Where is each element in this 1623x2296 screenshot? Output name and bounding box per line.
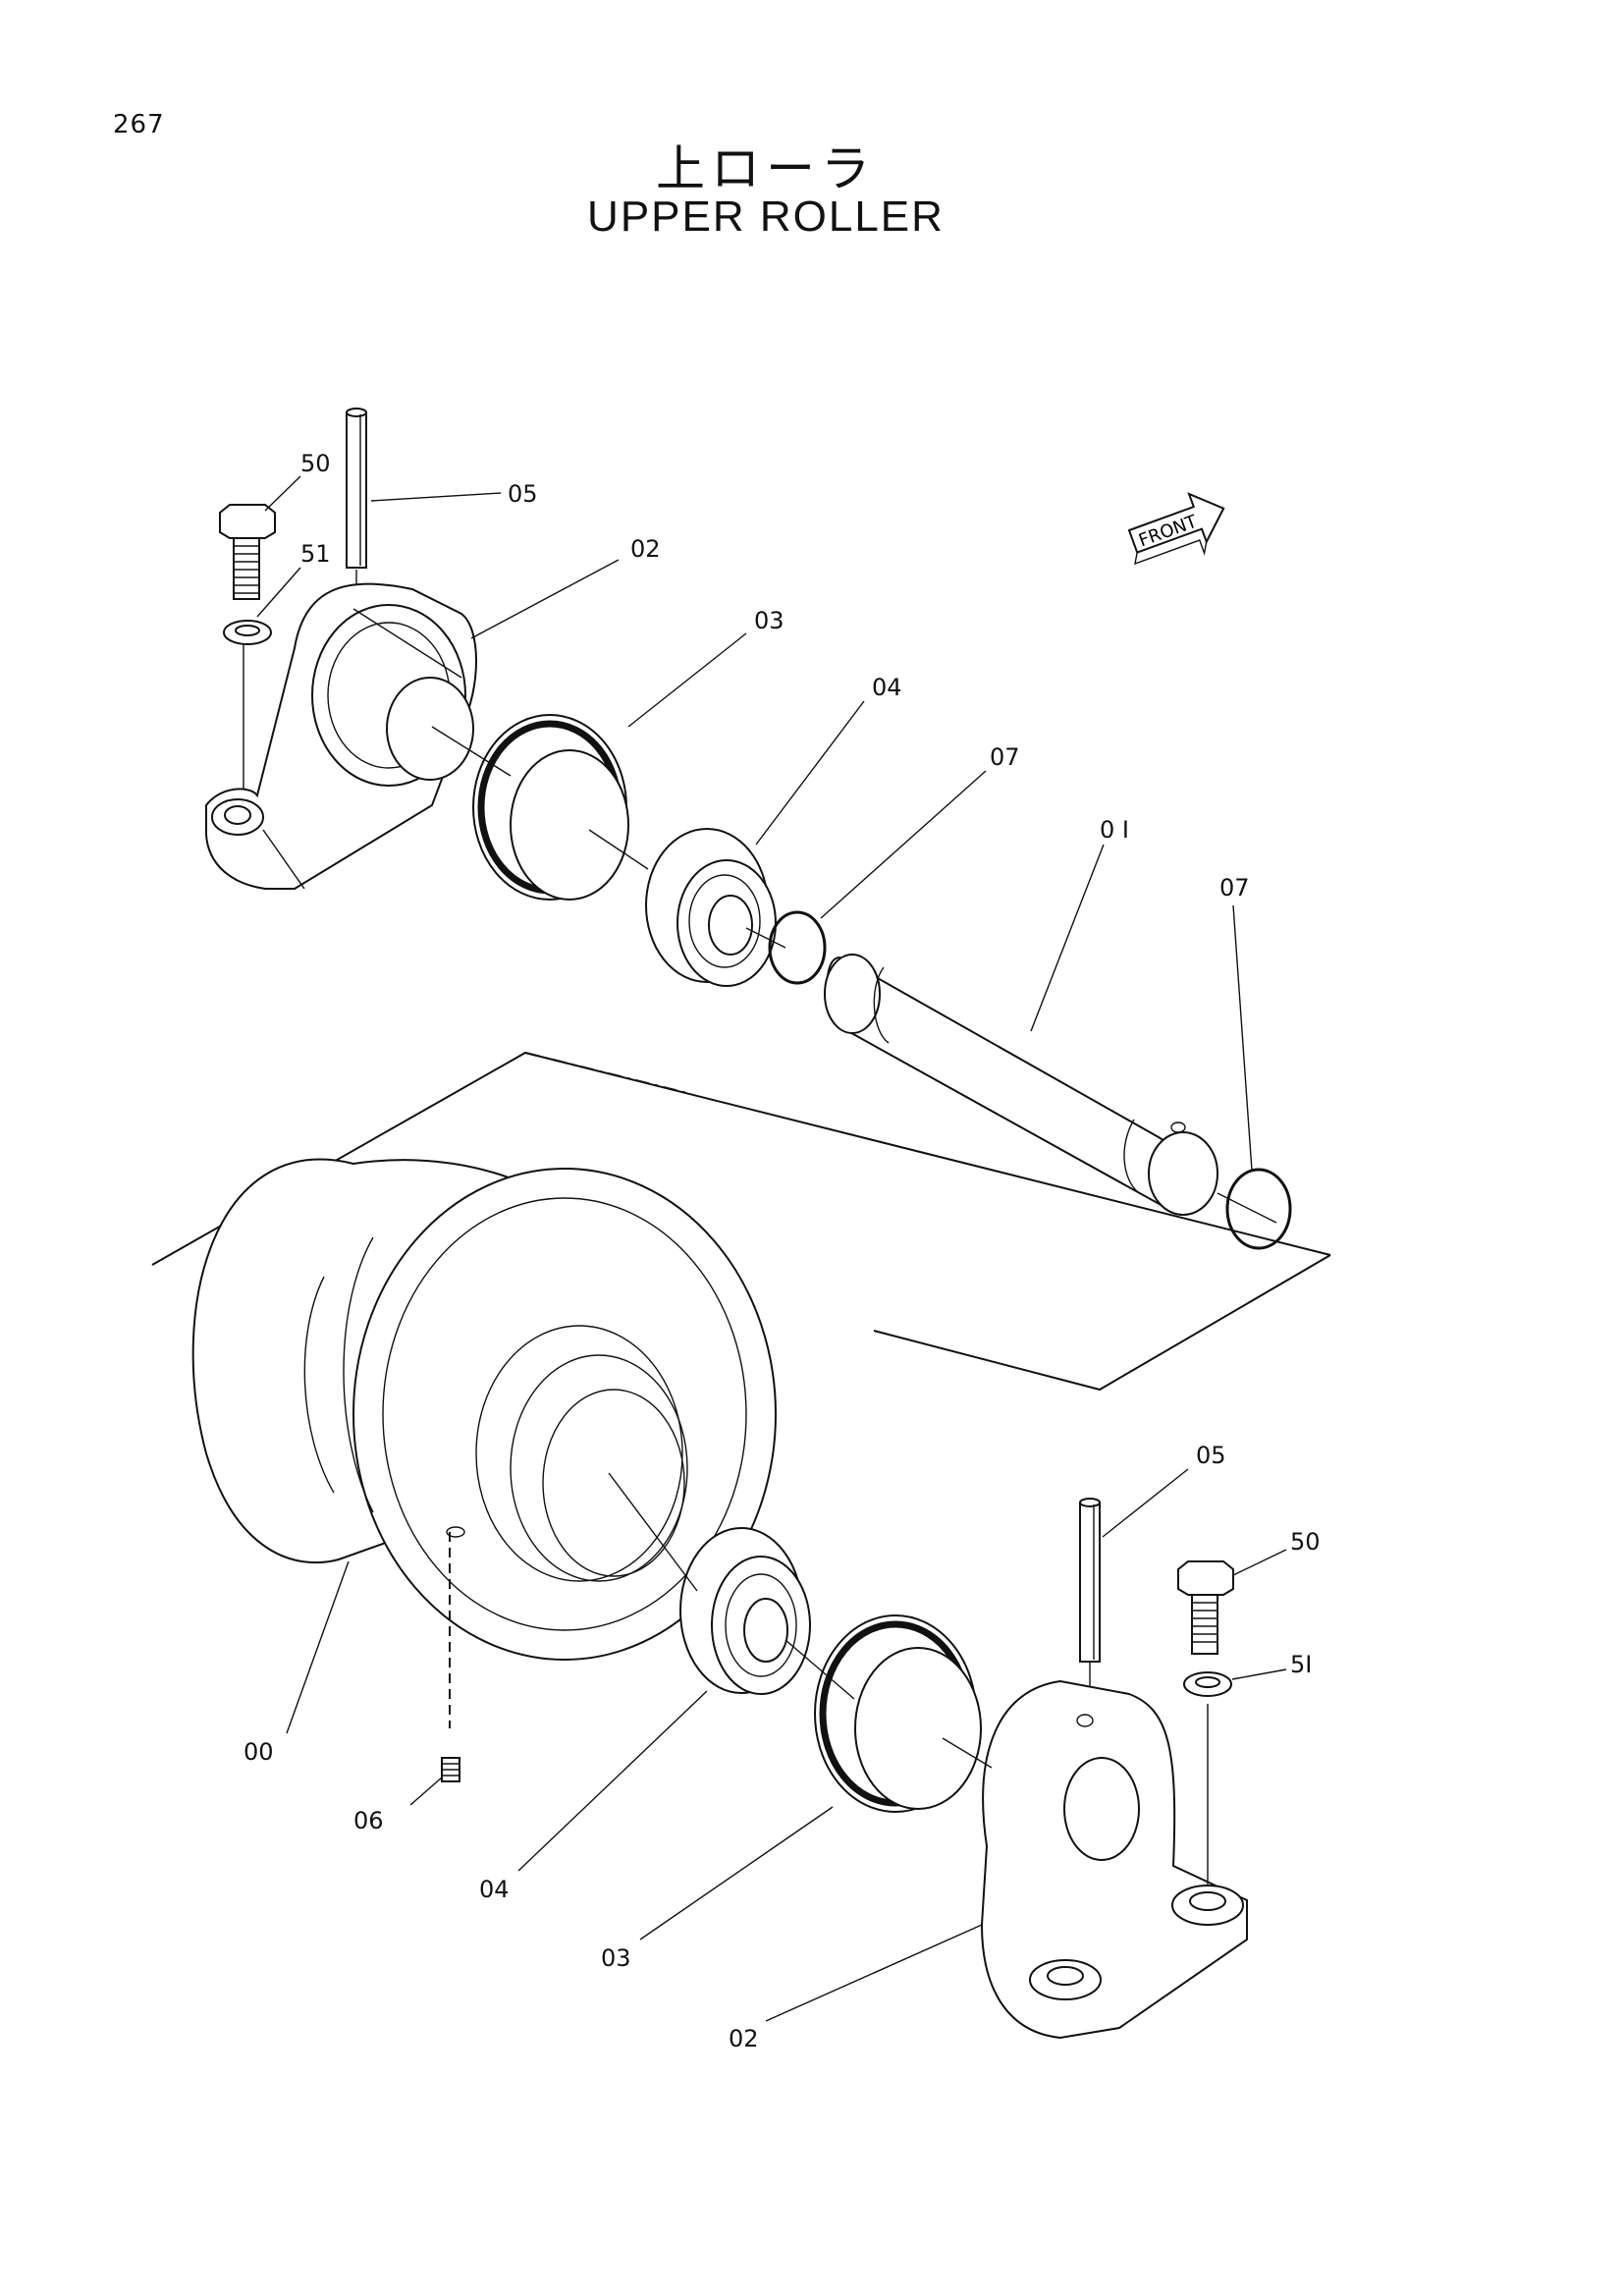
callout-05-bottom: 05 xyxy=(1196,1442,1226,1469)
plug xyxy=(441,1757,460,1782)
o-ring-right xyxy=(1225,1168,1292,1250)
pin-bottom xyxy=(1079,1498,1101,1711)
floating-seal-bottom xyxy=(814,1614,982,1813)
bracket-bottom xyxy=(980,1679,1248,2040)
callout-07-left: 07 xyxy=(990,743,1020,771)
callout-04-top: 04 xyxy=(872,674,902,701)
pin-top xyxy=(346,408,367,589)
callout-03-bottom: 03 xyxy=(601,1944,631,1972)
washer-bottom xyxy=(1183,1671,1232,1697)
assembly-center-lines xyxy=(431,726,1277,1769)
bracket-top xyxy=(205,582,477,890)
shaft xyxy=(824,954,1218,1216)
callout-02-top: 02 xyxy=(630,535,661,563)
callout-06-plug: 06 xyxy=(353,1807,384,1834)
bearing-top xyxy=(645,828,777,987)
callout-01-shaft: 0 I xyxy=(1100,816,1129,844)
bolt-top xyxy=(219,504,276,600)
title-japanese: 上ローラ xyxy=(656,140,876,197)
callout-07-right: 07 xyxy=(1219,874,1250,902)
roller-body xyxy=(191,1158,777,1728)
callout-00-roller: 00 xyxy=(243,1738,274,1766)
callout-51-top: 51 xyxy=(300,540,331,568)
front-arrow-icon: FRONT xyxy=(1127,492,1225,566)
callout-50-bottom: 50 xyxy=(1290,1528,1321,1556)
bolt-bottom xyxy=(1177,1560,1234,1655)
page-number: 267 xyxy=(113,110,165,139)
callout-50-top: 50 xyxy=(300,450,331,477)
callout-04-bottom: 04 xyxy=(479,1876,510,1903)
callout-51-bottom: 5I xyxy=(1290,1651,1312,1678)
o-ring-left xyxy=(768,910,827,985)
callout-05-top: 05 xyxy=(508,480,538,508)
title-english: UPPER ROLLER xyxy=(587,192,945,241)
washer-top xyxy=(223,620,272,815)
callout-02-bottom: 02 xyxy=(729,2025,759,2052)
floating-seal-top xyxy=(472,714,629,901)
callout-labels: 05 50 51 02 03 04 07 0 I 07 05 50 5I 00 … xyxy=(243,450,1321,2052)
bearing-bottom xyxy=(679,1527,811,1695)
callout-03-top: 03 xyxy=(754,607,784,634)
